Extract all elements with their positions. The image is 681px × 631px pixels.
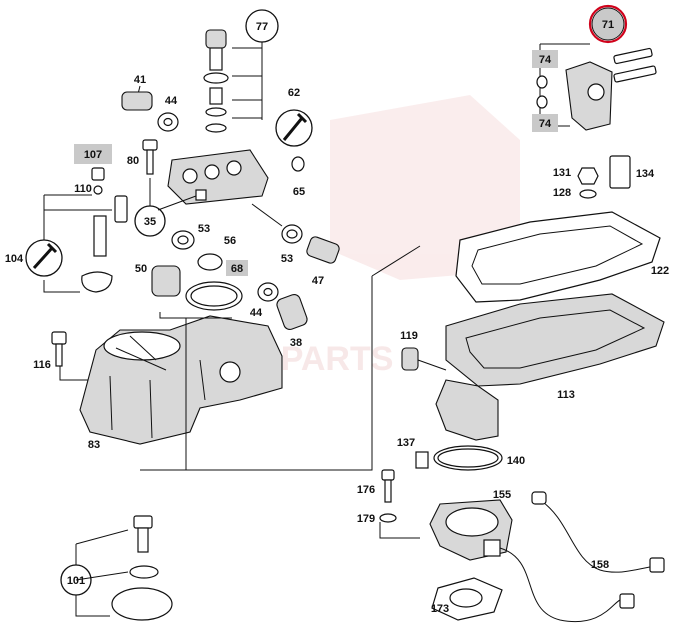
- valve-block-group: 77 41 44 62 65 107 80: [5, 9, 340, 349]
- plenum-113: [445, 293, 665, 387]
- bolt-80-head: [142, 139, 158, 151]
- idle-actuator-group: 71 74 74: [532, 4, 657, 132]
- label-134: 134: [636, 168, 655, 180]
- gasket-122: [455, 211, 661, 303]
- label-101: 101: [67, 575, 85, 587]
- label-38: 38: [290, 337, 302, 349]
- label-box-74-top: [532, 50, 558, 68]
- label-131: 131: [553, 167, 571, 179]
- label-47: 47: [312, 275, 324, 287]
- washer-128: [579, 189, 597, 199]
- fitting-47: [306, 236, 340, 264]
- label-140: 140: [507, 455, 525, 467]
- label-68: 68: [231, 263, 243, 275]
- standoff-134: [609, 155, 631, 189]
- washer-179: [379, 513, 397, 523]
- bolt-101-shaft: [137, 527, 149, 553]
- fitting-50: [151, 265, 181, 297]
- label-65: 65: [293, 186, 305, 198]
- label-74-top: 74: [539, 54, 552, 66]
- bolt-101-head: [133, 515, 153, 529]
- callout-circle-71-fill: [591, 7, 625, 41]
- housing-group: 116 83: [33, 312, 283, 451]
- cap-110: [91, 167, 105, 181]
- washer-101: [129, 565, 159, 579]
- wrench-icon-62: [282, 112, 308, 141]
- bolt-71b: [613, 65, 657, 83]
- valve-cap: [205, 29, 227, 49]
- bolt-176-shaft: [384, 479, 392, 503]
- label-155: 155: [493, 489, 511, 501]
- fitting-38: [276, 294, 308, 330]
- nut-group: 131 128 134: [553, 155, 655, 199]
- bolt-80-shaft: [146, 149, 154, 175]
- mount-group: 101: [60, 515, 173, 621]
- label-80: 80: [127, 155, 139, 167]
- nut-131: [577, 167, 599, 185]
- sensor-104-stem: [93, 215, 107, 257]
- oring-77a: [203, 72, 229, 84]
- label-104: 104: [5, 253, 24, 265]
- label-box-107: [74, 144, 112, 164]
- label-179: 179: [357, 513, 375, 525]
- label-110: 110: [74, 183, 92, 195]
- label-176: 176: [357, 484, 375, 496]
- fitting-41: [121, 91, 153, 111]
- throttle-group: 140 137 176 179 155 158 173: [357, 437, 665, 623]
- gasket-104: [81, 271, 113, 293]
- valve-stem: [209, 47, 223, 71]
- label-113: 113: [557, 389, 575, 401]
- label-119: 119: [400, 330, 418, 342]
- label-50: 50: [135, 263, 147, 275]
- plenum-neck: [435, 379, 499, 441]
- label-158: 158: [591, 559, 609, 571]
- valve-body: [167, 149, 269, 205]
- label-62: 62: [288, 87, 300, 99]
- label-44-bottom: 44: [250, 307, 263, 319]
- valve-pin: [209, 87, 223, 105]
- ring-56: [197, 253, 223, 271]
- label-box-74-bottom: [532, 114, 558, 132]
- housing-throat: [103, 331, 181, 361]
- switch-137: [415, 451, 429, 469]
- throttle-sensor: [483, 539, 501, 557]
- label-77: 77: [256, 21, 268, 33]
- connector-158a: [531, 491, 547, 505]
- wrench-icon-104: [32, 242, 58, 270]
- label-137: 137: [397, 437, 415, 449]
- label-41: 41: [134, 74, 146, 86]
- label-107: 107: [84, 149, 102, 161]
- bolt-116-shaft: [55, 343, 63, 367]
- label-122: 122: [651, 265, 669, 277]
- bolt-116-head: [51, 331, 67, 345]
- sensor-104-body: [114, 195, 128, 223]
- label-71: 71: [602, 19, 614, 31]
- label-116: 116: [33, 359, 51, 371]
- label-128: 128: [553, 187, 571, 199]
- label-53-left: 53: [198, 223, 210, 235]
- plug-119: [401, 347, 419, 371]
- label-box-68: [226, 260, 248, 276]
- connector-158c: [649, 557, 665, 573]
- bolt-176-head: [381, 469, 395, 481]
- plate-101: [111, 587, 173, 621]
- connector-158b: [619, 593, 635, 609]
- label-35: 35: [144, 216, 156, 228]
- bolt-71a: [613, 47, 653, 65]
- oring-77c: [205, 123, 227, 133]
- oring-65: [291, 156, 305, 172]
- highlight-ring-71[interactable]: [588, 4, 628, 44]
- label-74-bottom: 74: [539, 118, 552, 130]
- label-83: 83: [88, 439, 100, 451]
- label-173: 173: [431, 603, 449, 615]
- label-56: 56: [224, 235, 236, 247]
- plenum-group: 122 113 119: [400, 211, 669, 441]
- label-53-right: 53: [281, 253, 293, 265]
- oring-77b: [205, 107, 227, 117]
- label-44-top: 44: [165, 95, 178, 107]
